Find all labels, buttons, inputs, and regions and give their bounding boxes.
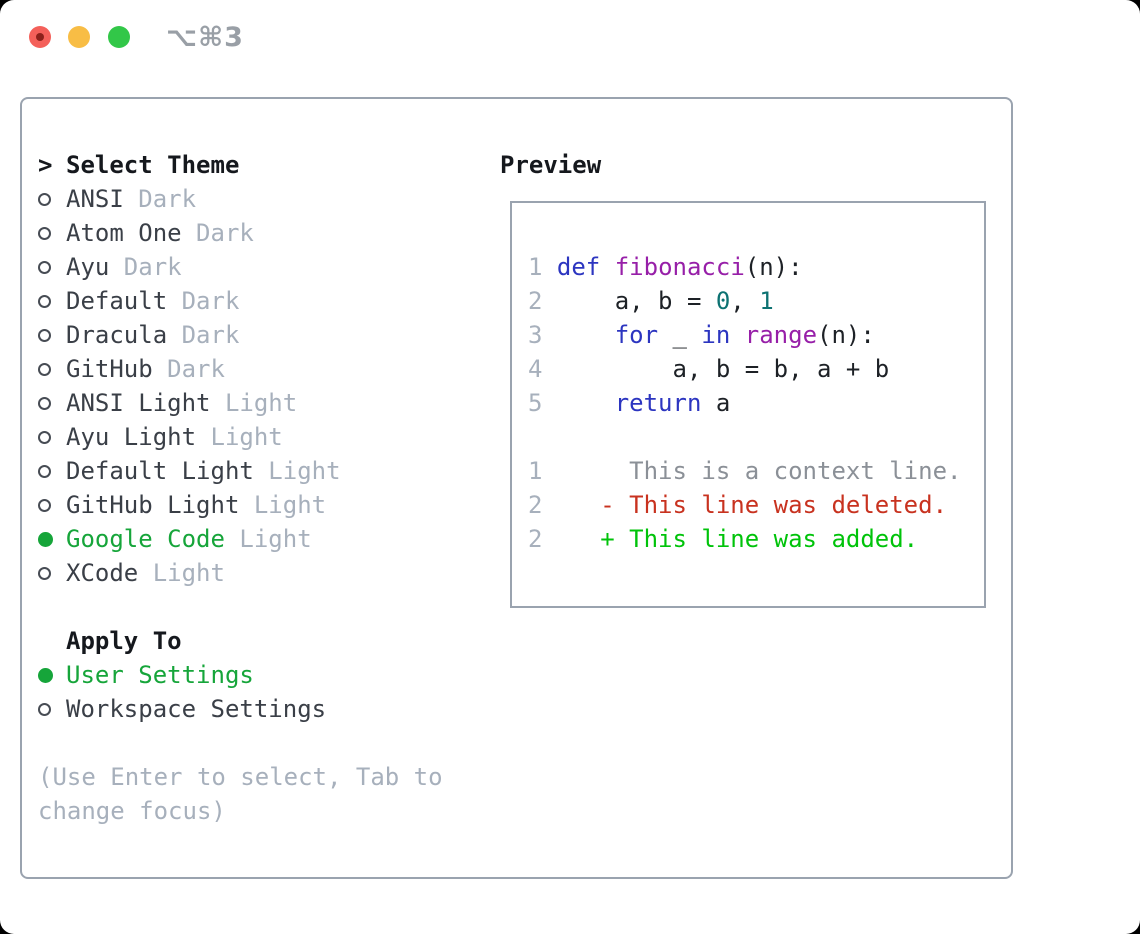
option-label: GitHub xyxy=(66,355,153,383)
theme-option-default-light[interactable]: Default Light Light xyxy=(38,454,443,488)
radio-unselected-icon xyxy=(38,260,66,274)
option-variant-label: Dark xyxy=(123,185,197,213)
close-button[interactable] xyxy=(29,26,51,48)
radio-unselected-icon xyxy=(38,430,66,444)
preview-pane: 1 def fibonacci(n): 2 a, b = 0, 1 3 for _ … xyxy=(510,201,986,608)
radio-unselected-icon xyxy=(38,498,66,512)
radio-unselected-icon xyxy=(38,566,66,580)
radio-unselected-icon xyxy=(38,294,66,308)
apply-to-header: Apply To xyxy=(38,624,443,658)
title-bar: ⌥⌘3 xyxy=(0,0,1140,74)
radio-unselected-icon xyxy=(38,702,66,716)
theme-option-github[interactable]: GitHub Dark xyxy=(38,352,443,386)
line-number: 4 xyxy=(528,355,543,383)
preview-title: Preview xyxy=(500,151,602,179)
option-variant-label: Light xyxy=(224,525,312,553)
option-variant-label: Dark xyxy=(167,321,240,349)
zoom-button[interactable] xyxy=(108,26,130,48)
cursor-caret-icon: > xyxy=(38,151,53,179)
code-line: 1 This is a context line. xyxy=(528,457,962,485)
option-variant-label: Light xyxy=(239,491,327,519)
apply-option-user-settings[interactable]: User Settings xyxy=(38,658,443,692)
option-label: Default Light xyxy=(66,457,254,485)
line-number: 2 xyxy=(528,525,543,553)
window-shortcut-label: ⌥⌘3 xyxy=(166,22,244,53)
option-label: Ayu Light xyxy=(66,423,197,451)
line-number: 2 xyxy=(528,287,543,315)
apply-to-title: Apply To xyxy=(66,627,182,655)
theme-option-dracula[interactable]: Dracula Dark xyxy=(38,318,443,352)
radio-unselected-icon xyxy=(38,328,66,342)
theme-option-github-light[interactable]: GitHub Light Light xyxy=(38,488,443,522)
theme-option-ayu-light[interactable]: Ayu Light Light xyxy=(38,420,443,454)
spacer xyxy=(38,590,443,624)
option-label: Workspace Settings xyxy=(66,695,327,723)
option-label: Default xyxy=(66,287,168,315)
select-theme-title: Select Theme xyxy=(66,151,240,179)
option-variant-label: Light xyxy=(196,423,283,451)
option-label: GitHub Light xyxy=(66,491,240,519)
theme-option-xcode[interactable]: XCode Light xyxy=(38,556,443,590)
line-number: 1 xyxy=(528,457,543,485)
theme-option-ansi[interactable]: ANSI Dark xyxy=(38,182,443,216)
radio-selected-icon xyxy=(38,531,66,547)
hint-line-2: change focus) xyxy=(38,797,226,825)
radio-unselected-icon xyxy=(38,396,66,410)
option-label: ANSI Light xyxy=(66,389,211,417)
line-number: 5 xyxy=(528,389,543,417)
option-variant-label: Light xyxy=(253,457,341,485)
option-label: User Settings xyxy=(66,661,254,689)
radio-unselected-icon xyxy=(38,192,66,206)
spacer xyxy=(38,726,443,760)
line-number: 3 xyxy=(528,321,543,349)
line-number xyxy=(528,423,542,451)
line-number: 1 xyxy=(528,253,543,281)
minimize-button[interactable] xyxy=(68,26,90,48)
radio-selected-icon xyxy=(38,667,66,683)
code-line xyxy=(528,420,984,454)
code-line: 3 for _ in range(n): xyxy=(528,321,875,349)
select-theme-header: > Select Theme xyxy=(38,148,443,182)
option-variant-label: Dark xyxy=(152,355,225,383)
theme-option-google-code[interactable]: Google Code Light xyxy=(38,522,443,556)
code-preview: 1 def fibonacci(n): 2 a, b = 0, 1 3 for _ … xyxy=(512,203,984,556)
option-label: ANSI xyxy=(66,185,124,213)
option-variant-label: Light xyxy=(210,389,298,417)
option-variant-label: Dark xyxy=(109,253,182,281)
code-line: 2 + This line was added. xyxy=(528,525,919,553)
code-line: 2 - This line was deleted. xyxy=(528,491,948,519)
option-variant-label: Light xyxy=(138,559,225,587)
option-label: Google Code xyxy=(66,525,225,553)
hint-line-1: (Use Enter to select, Tab to xyxy=(38,763,443,791)
code-line: 1 def fibonacci(n): xyxy=(528,253,803,281)
apply-option-workspace-settings[interactable]: Workspace Settings xyxy=(38,692,443,726)
radio-unselected-icon xyxy=(38,362,66,376)
line-number: 2 xyxy=(528,491,543,519)
radio-unselected-icon xyxy=(38,464,66,478)
option-label: XCode xyxy=(66,559,139,587)
option-label: Atom One xyxy=(66,219,182,247)
theme-option-default[interactable]: Default Dark xyxy=(38,284,443,318)
option-label: Ayu xyxy=(66,253,110,281)
theme-option-ayu[interactable]: Ayu Dark xyxy=(38,250,443,284)
code-line: 5 return a xyxy=(528,389,731,417)
option-variant-label: Dark xyxy=(181,219,254,247)
theme-option-atom-one[interactable]: Atom One Dark xyxy=(38,216,443,250)
code-line: 2 a, b = 0, 1 xyxy=(528,287,774,315)
option-label: Dracula xyxy=(66,321,168,349)
radio-unselected-icon xyxy=(38,226,66,240)
theme-option-ansi-light[interactable]: ANSI Light Light xyxy=(38,386,443,420)
option-variant-label: Dark xyxy=(167,287,240,315)
code-line: 4 a, b = b, a + b xyxy=(528,355,890,383)
